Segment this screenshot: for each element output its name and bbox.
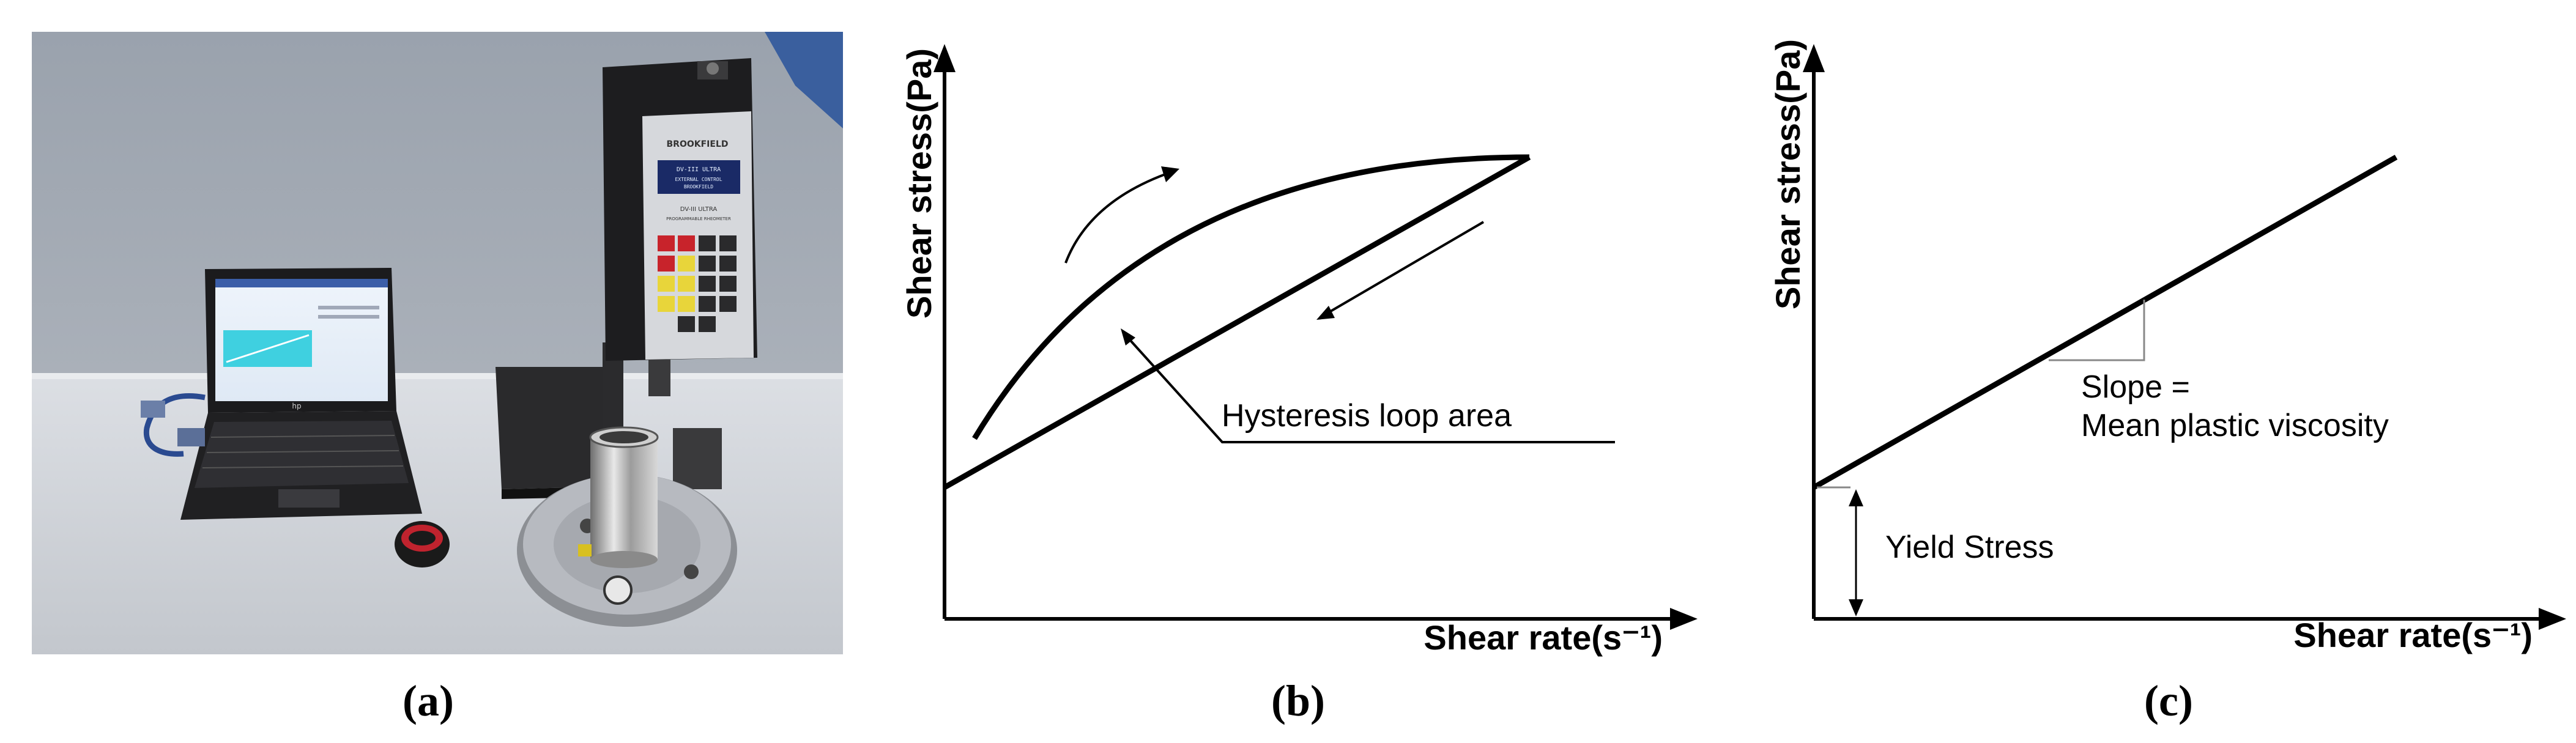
pointer-arrowhead-icon — [1121, 328, 1135, 346]
caption-c: (c) — [2144, 676, 2193, 725]
x-axis-label: Shear rate(s⁻¹) — [2293, 616, 2533, 654]
bingham-diagram: Shear stress(Pa) Shear rate(s⁻¹) Slope =… — [1769, 39, 2566, 654]
down-arrowhead-icon — [1316, 306, 1335, 320]
loop-area-pointer — [1124, 334, 1615, 443]
y-axis-arrow-icon — [934, 44, 956, 72]
svg-text:PROGRAMMABLE RHEOMETER: PROGRAMMABLE RHEOMETER — [666, 216, 731, 221]
yield-arrow-up-icon — [1849, 489, 1863, 506]
keypad — [658, 235, 737, 332]
down-direction-arrow — [1326, 221, 1485, 314]
slope-label: Slope = — [2081, 369, 2190, 405]
rheometer-photo: hp — [32, 32, 843, 654]
slope-meaning-label: Mean plastic viscosity — [2081, 408, 2389, 443]
bingham-line — [1812, 155, 2398, 490]
rheometer-head: BROOKFIELD DV-III ULTRA EXTERNAL CONTROL… — [603, 58, 757, 396]
brand-label: BROOKFIELD — [667, 139, 729, 149]
up-direction-arrow — [1064, 172, 1169, 264]
up-curve — [972, 154, 1530, 440]
y-axis-arrow-icon — [1803, 44, 1825, 72]
yield-stress-label: Yield Stress — [1885, 530, 2054, 565]
x-axis-arrow-icon — [2539, 608, 2566, 630]
x-axis-arrow-icon — [1670, 608, 1698, 630]
down-line — [943, 155, 1531, 490]
usb-cable — [143, 393, 206, 457]
svg-text:BROOKFIELD: BROOKFIELD — [684, 184, 713, 190]
caption-a: (a) — [403, 676, 454, 725]
blue-object — [765, 32, 843, 128]
svg-text:DV-III ULTRA: DV-III ULTRA — [677, 166, 721, 173]
panel-b: Shear stress(Pa) Shear rate(s⁻¹) Hystere… — [856, 0, 1713, 743]
slope-triangle — [2049, 300, 2145, 361]
laptop: hp — [180, 268, 422, 520]
panel-a: hp — [0, 0, 856, 743]
y-axis-label: Shear stress(Pa) — [900, 48, 938, 319]
svg-text:DV-III ULTRA: DV-III ULTRA — [680, 206, 718, 213]
up-arrowhead-icon — [1161, 166, 1179, 182]
yield-arrow-down-icon — [1849, 599, 1863, 616]
hysteresis-diagram: Shear stress(Pa) Shear rate(s⁻¹) Hystere… — [900, 44, 1698, 657]
y-axis-label: Shear stress(Pa) — [1769, 39, 1807, 309]
laptop-logo: hp — [292, 402, 301, 410]
sample-cup — [578, 426, 659, 605]
panel-c: Shear stress(Pa) Shear rate(s⁻¹) Slope =… — [1713, 0, 2576, 743]
x-axis-label: Shear rate(s⁻¹) — [1423, 618, 1663, 657]
lcd-display — [658, 160, 740, 194]
svg-text:EXTERNAL CONTROL: EXTERNAL CONTROL — [675, 177, 722, 182]
caption-b: (b) — [1271, 676, 1325, 725]
hysteresis-label: Hysteresis loop area — [1222, 398, 1512, 434]
computer-mouse — [395, 521, 450, 567]
